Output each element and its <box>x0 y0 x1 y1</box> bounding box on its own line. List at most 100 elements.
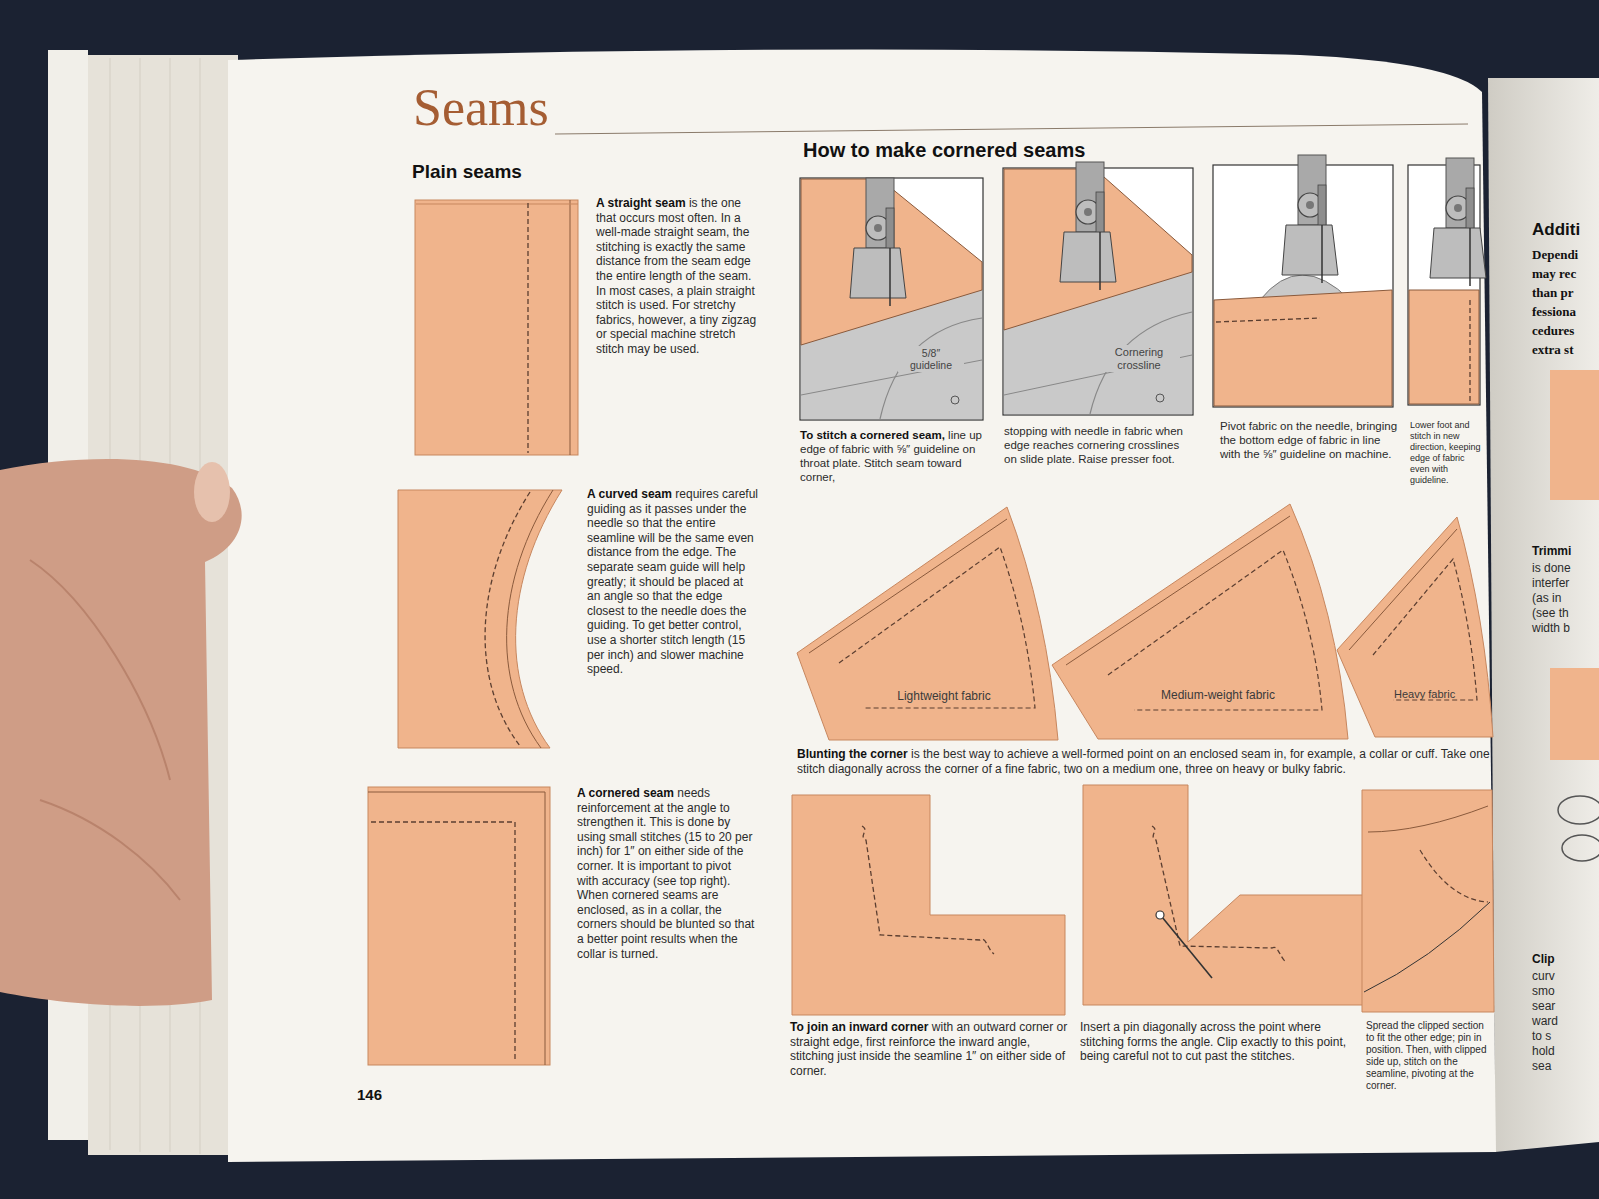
bold-lead: Clip <box>1532 952 1555 966</box>
text-block: Pivot fabric on the needle, bringing the… <box>1220 419 1398 461</box>
body-text: Cornering crossline <box>1115 346 1163 371</box>
bold-lead: A straight seam <box>596 196 686 210</box>
text-block: A straight seamis the one that occurs mo… <box>596 196 758 357</box>
fabric-label: Lightweight fabric <box>795 689 1061 703</box>
body-text: stopping with needle in fabric when edge… <box>1004 425 1183 465</box>
fabric-outline <box>1335 515 1495 740</box>
title-rule <box>555 124 1468 134</box>
bold-lead: cedures <box>1532 323 1574 338</box>
text-block: 146 <box>357 1086 417 1104</box>
body-text: (see th <box>1532 606 1569 620</box>
fabric-line <box>1052 504 1348 739</box>
right-page-figure <box>1550 370 1599 500</box>
text-block: To join an inward cornerwith an outward … <box>790 1020 1072 1078</box>
bold-lead: 146 <box>357 1086 382 1103</box>
body-text: sear <box>1532 999 1555 1013</box>
text-block: Trimmi <box>1532 544 1598 558</box>
bold-lead: may rec <box>1532 266 1576 281</box>
fabric-line <box>1373 559 1477 700</box>
fabric-outline <box>795 503 1061 743</box>
hand-creases <box>30 560 180 900</box>
text-block: stopping with needle in fabric when edge… <box>1004 424 1190 466</box>
bold-lead: Additi <box>1532 220 1580 239</box>
fabric-line <box>1066 516 1290 665</box>
text-block: Plain seams <box>412 160 662 183</box>
body-text: Insert a pin diagonally across the point… <box>1080 1020 1346 1063</box>
bold-lead: Trimmi <box>1532 544 1571 558</box>
fabric-line <box>1349 529 1457 650</box>
body-text: to s <box>1532 1029 1551 1043</box>
inward-corner-figure <box>792 795 1065 1015</box>
curved-seam-figure <box>398 490 562 748</box>
bold-lead: How to make cornered seams <box>803 139 1085 161</box>
text-block: cedures <box>1532 323 1598 339</box>
machine-panel <box>1408 158 1486 405</box>
fabric-line <box>1108 550 1322 710</box>
text-block: How to make cornered seams <box>803 138 1223 162</box>
text-block: than pr <box>1532 285 1598 301</box>
bold-lead: Plain seams <box>412 161 522 182</box>
text-block: extra st <box>1532 342 1598 358</box>
bold-lead: than pr <box>1532 285 1574 300</box>
hand <box>0 459 242 1006</box>
fabric-label: Medium-weight fabric <box>1050 688 1350 702</box>
text-block: A curved seamrequires careful guiding as… <box>587 487 759 677</box>
bold-lead: A cornered seam <box>577 786 674 800</box>
text-block: Clip <box>1532 952 1598 966</box>
fabric-line <box>839 547 1035 708</box>
text-block: (see th <box>1532 606 1598 620</box>
body-text: ward <box>1532 1014 1558 1028</box>
body-text: 5/8″ guideline <box>910 347 952 371</box>
text-block: is done <box>1532 561 1598 575</box>
machine-panel <box>1213 155 1393 407</box>
body-text: Lower foot and stitch in new direction, … <box>1410 420 1481 485</box>
bold-lead: A curved seam <box>587 487 672 501</box>
text-block: 5/8″ guideline <box>898 346 964 372</box>
right-page-figure <box>1550 668 1599 760</box>
page-title: Seams <box>413 78 549 137</box>
text-block: To stitch a cornered seam,line up edge o… <box>800 428 982 484</box>
body-text: smo <box>1532 984 1555 998</box>
text-block: may rec <box>1532 266 1598 282</box>
text-block: Lower foot and stitch in new direction, … <box>1410 420 1486 486</box>
bold-lead: Blunting the corner <box>797 747 908 761</box>
fabric-line <box>797 507 1058 740</box>
text-block: to s <box>1532 1029 1598 1043</box>
body-text: Spread the clipped section to fit the ot… <box>1366 1020 1486 1091</box>
text-block: Blunting the corneris the best way to ac… <box>797 747 1497 776</box>
fabric-line <box>1337 517 1493 737</box>
body-text: Pivot fabric on the needle, bringing the… <box>1220 420 1397 460</box>
body-text: hold <box>1532 1044 1555 1058</box>
text-block: (as in <box>1532 591 1598 605</box>
text-block: Dependi <box>1532 247 1598 263</box>
text-block: curv <box>1532 969 1598 983</box>
fabric-outline <box>1050 500 1350 742</box>
text-block: Additi <box>1532 220 1598 240</box>
body-text: needs reinforcement at the angle to stre… <box>577 786 754 961</box>
text-block: hold <box>1532 1044 1598 1058</box>
fabric-shape: Medium-weight fabric <box>1050 500 1350 742</box>
text-block: interfer <box>1532 576 1598 590</box>
fabric-shape: Lightweight fabric <box>795 503 1061 743</box>
text-block: sea <box>1532 1059 1598 1073</box>
right-page-ring <box>1558 796 1599 824</box>
fabric-label: Heavy fabric <box>1335 688 1495 700</box>
body-text: is done <box>1532 561 1571 575</box>
bold-lead: fessiona <box>1532 304 1576 319</box>
right-page-ring <box>1562 835 1599 861</box>
text-block: fessiona <box>1532 304 1598 320</box>
body-text: width b <box>1532 621 1570 635</box>
spread-corner-figure <box>1362 790 1494 1012</box>
body-text: (as in <box>1532 591 1561 605</box>
text-block: Insert a pin diagonally across the point… <box>1080 1020 1362 1064</box>
cornered-seam-figure <box>368 787 550 1065</box>
text-block: ward <box>1532 1014 1598 1028</box>
text-block: A cornered seamneeds reinforcement at th… <box>577 786 755 961</box>
clip-corner-figure <box>1083 785 1365 1005</box>
bold-lead: To stitch a cornered seam, <box>800 429 945 441</box>
text-block: Spread the clipped section to fit the ot… <box>1366 1020 1492 1092</box>
text-block: smo <box>1532 984 1598 998</box>
left-page <box>228 50 1496 1162</box>
right-page <box>1488 78 1599 1152</box>
